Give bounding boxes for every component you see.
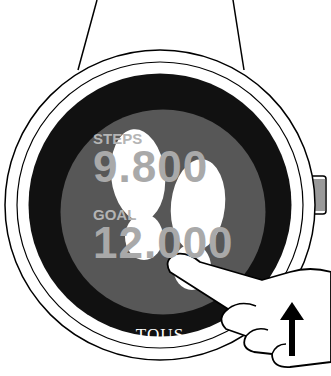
goal-value: 12.000 (93, 223, 266, 263)
screen-circle-texts: STEPS9.800GOAL12.000 (60, 131, 266, 263)
crown-ridge (324, 179, 325, 211)
hand (168, 254, 331, 367)
strap-edge (78, 0, 97, 70)
crown-ridge (320, 179, 321, 211)
steps-label: STEPS (93, 131, 266, 147)
strap-edge (233, 0, 244, 70)
swipe-arrow-head (280, 302, 304, 320)
goal-label: GOAL (93, 207, 266, 223)
finger-creases (228, 304, 286, 354)
watch-dial-texts: TOUS (28, 325, 292, 345)
steps-value: 9.800 (93, 147, 266, 187)
swipe-arrow-shaft (289, 318, 295, 356)
crown-ridge (322, 179, 323, 211)
brand-name: TOUS (28, 325, 292, 345)
crown-ridge (318, 179, 319, 211)
